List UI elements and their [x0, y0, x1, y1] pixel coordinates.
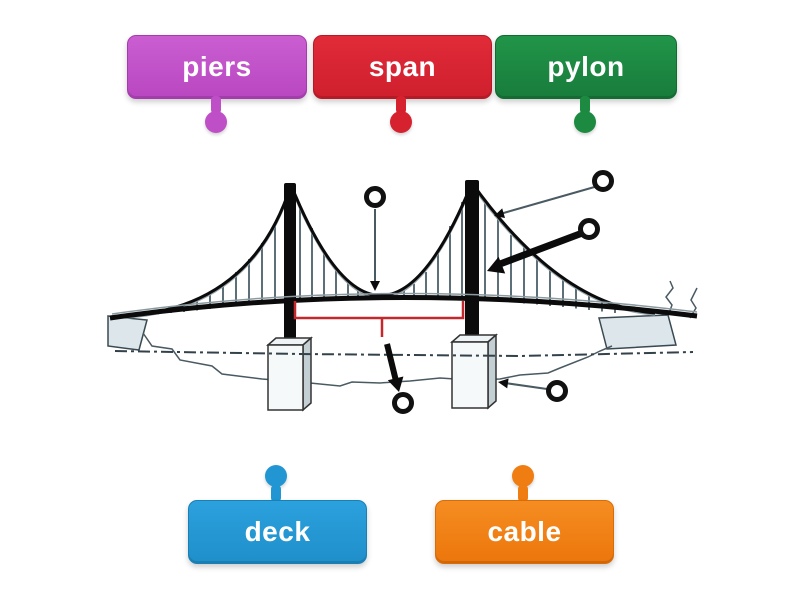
label-box[interactable]: pylon — [495, 35, 677, 99]
span-bracket — [293, 301, 465, 337]
deck-line — [109, 294, 698, 321]
label-pin-dot — [390, 111, 412, 133]
drop-targets — [364, 170, 614, 414]
seabed-line — [142, 332, 613, 387]
pylon-left — [284, 183, 296, 348]
pointer-arrows — [370, 185, 599, 392]
label-pin-dot — [512, 465, 534, 487]
pier-left — [266, 336, 313, 412]
drop-target-deck[interactable] — [392, 392, 414, 414]
drop-target-midspan[interactable] — [364, 186, 386, 208]
label-box[interactable]: cable — [435, 500, 614, 564]
drop-target-pier[interactable] — [546, 380, 568, 402]
waterline — [114, 350, 694, 358]
deck-edge-line — [111, 292, 698, 315]
pylon-right — [465, 180, 479, 348]
abutment-right — [598, 314, 677, 350]
label-stem — [396, 96, 406, 114]
label-box[interactable]: deck — [188, 500, 367, 564]
label-stem — [271, 485, 281, 502]
label-pin-dot — [574, 111, 596, 133]
label-text: cable — [487, 516, 562, 547]
drop-target-pylon[interactable] — [578, 218, 600, 240]
label-pin-dot — [265, 465, 287, 487]
label-text: pylon — [547, 51, 625, 82]
label-stem — [580, 96, 590, 114]
drop-target-cable[interactable] — [592, 170, 614, 192]
label-box[interactable]: piers — [127, 35, 307, 99]
label-stem — [518, 485, 528, 502]
label-text: deck — [244, 516, 311, 547]
pier-right — [450, 333, 498, 410]
label-stem — [211, 96, 221, 114]
label-text: piers — [182, 51, 252, 82]
abutment-left — [107, 315, 148, 351]
label-box[interactable]: span — [313, 35, 492, 99]
label-pin-dot — [205, 111, 227, 133]
label-text: span — [368, 51, 437, 82]
